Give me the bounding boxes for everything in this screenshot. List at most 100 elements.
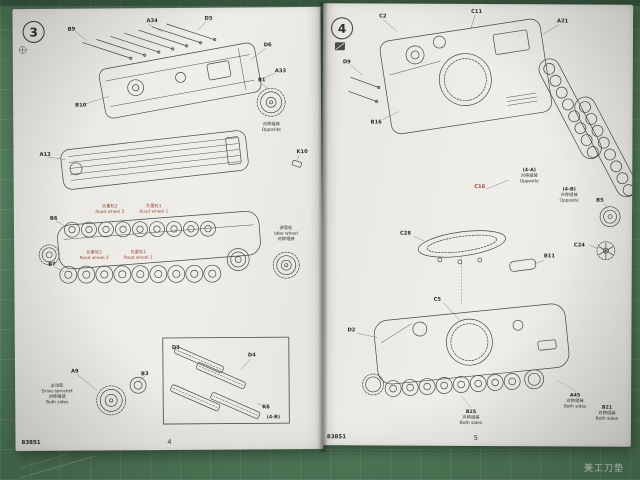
callout: B3 [141,371,149,377]
brand-icon [334,42,345,51]
left-page-diagram: 3 [19,16,308,446]
drive-symmetric-en: Both sides [46,399,69,405]
b21-symmetric-en: Both sides [596,416,619,422]
road-wheel2-label-en: Road wheel 2 [80,255,109,261]
callout: D3 [172,345,180,351]
a45-symmetric-cn: 对称组装 [566,397,584,404]
step-number: 3 [29,25,37,39]
callout: C2 [379,13,387,19]
callout-b25: B25 [466,409,476,415]
callout: D5 [205,16,213,22]
callout-a45: A45 [570,392,580,398]
chassis-top-plate [98,42,262,119]
step-badge [330,17,354,40]
callout: C24 [574,243,585,249]
upper-hull-top [379,18,553,135]
lower-hull-tub [60,130,249,190]
b25-symmetric-en: Both sides [460,420,483,426]
mat-print: 美工刀垫 [584,464,625,474]
road-wheels-upper-row [64,220,216,238]
b21-symmetric-cn: 对称组装 [598,409,616,416]
callout: D4 [248,352,256,358]
road-wheel2-label-en: Road wheel 2 [95,209,124,215]
page-number: 4 [167,438,171,446]
booklet-spine-shadow [318,2,328,452]
callout: B1 [258,77,266,83]
drive-label-cn: 主动轮 [51,382,65,389]
leader-lines [350,14,609,409]
mat-top-edge [0,0,640,6]
callout: B6 [50,216,58,222]
engine-fan-part [596,241,616,261]
callout: B11 [544,253,556,259]
road-wheel2-label-cn: 负重轮2 [102,202,118,209]
drive-symmetric-cn: 对称组装 [49,393,67,400]
callout: B16 [371,119,383,125]
tag-b-symmetric-en: Opposite [559,197,579,203]
idler-symmetric-label: 对称组装 [277,235,295,242]
callout-b21: B21 [602,405,612,411]
callout: A33 [275,68,287,74]
drive-sprocket-part [96,376,147,416]
step-badge [22,20,45,43]
idler-wheel-part [272,251,300,279]
front-sprocket [38,244,60,266]
subassembly-tag-a: (4-A) [523,167,536,173]
callout: K6 [262,404,270,410]
callout: A9 [71,369,79,375]
kit-code: 83851 [21,440,40,446]
callout: A34 [147,18,159,24]
tag-b-symmetric-cn: 对称组装 [561,191,579,198]
tag-a-symmetric-en: Opposite [520,178,540,184]
callout: B10 [75,103,87,109]
small-bracket-part [291,159,303,168]
callout: A13 [39,152,51,158]
spare-wheel-part [599,206,621,228]
callout: D9 [343,59,351,65]
a45-symmetric-en: Both sides [564,403,587,409]
road-wheel1-label-en: Road wheel 1 [124,255,153,261]
subassembly-tag: (4-B) [267,414,280,420]
callout: K10 [296,149,308,155]
road-wheel1-label-cn: 负重轮1 [146,202,162,209]
subassembly-tag-b: (4-B) [562,186,575,192]
callout: C28 [400,231,411,237]
callout: C5 [434,297,442,303]
callout: B7 [48,262,56,268]
b25-symmetric-cn: 对称组装 [462,413,480,420]
symmetric-label-en: Opposite [262,127,282,133]
tools-icon [19,46,27,54]
rear-idler [226,248,250,271]
callout: D2 [347,327,355,333]
small-fitting-parts [437,257,537,272]
callout: C11 [471,9,482,15]
symmetric-label-cn: 对称组装 [263,120,281,127]
road-wheel1-label-cn: 负重轮1 [130,248,146,255]
page-number: 5 [474,434,478,442]
callout: A21 [557,18,569,24]
callout: B9 [68,27,76,33]
hull-road-wheels [362,369,545,397]
left-page: 3 [12,6,324,452]
tag-a-symmetric-cn: 对称组装 [521,172,539,179]
idler-label-cn: 诱导轮 [280,224,294,231]
idler-label-en: Idler wheel [274,231,298,237]
kit-code: 83851 [327,434,346,440]
instruction-booklet: 3 [10,2,636,456]
track-run-B [574,96,634,198]
step-number: 4 [338,22,346,36]
leader-lines [47,20,299,408]
turret-ring-part [417,230,506,258]
road-wheel1-label-en: Road wheel 1 [139,208,168,214]
callout: C16 [474,184,485,190]
mat-angle-guides [19,453,96,479]
callout: D6 [264,42,272,48]
right-page-diagram: 4 [327,9,634,442]
road-wheel2-label-cn: 负重轮2 [86,248,102,255]
assembled-hull [373,303,570,385]
small-rod-parts [348,76,381,104]
sprocket-wheel-part [256,87,286,117]
drive-label-en: Drive-sprocket [41,388,73,394]
callout: B5 [596,198,604,204]
track-run-A [538,58,602,159]
